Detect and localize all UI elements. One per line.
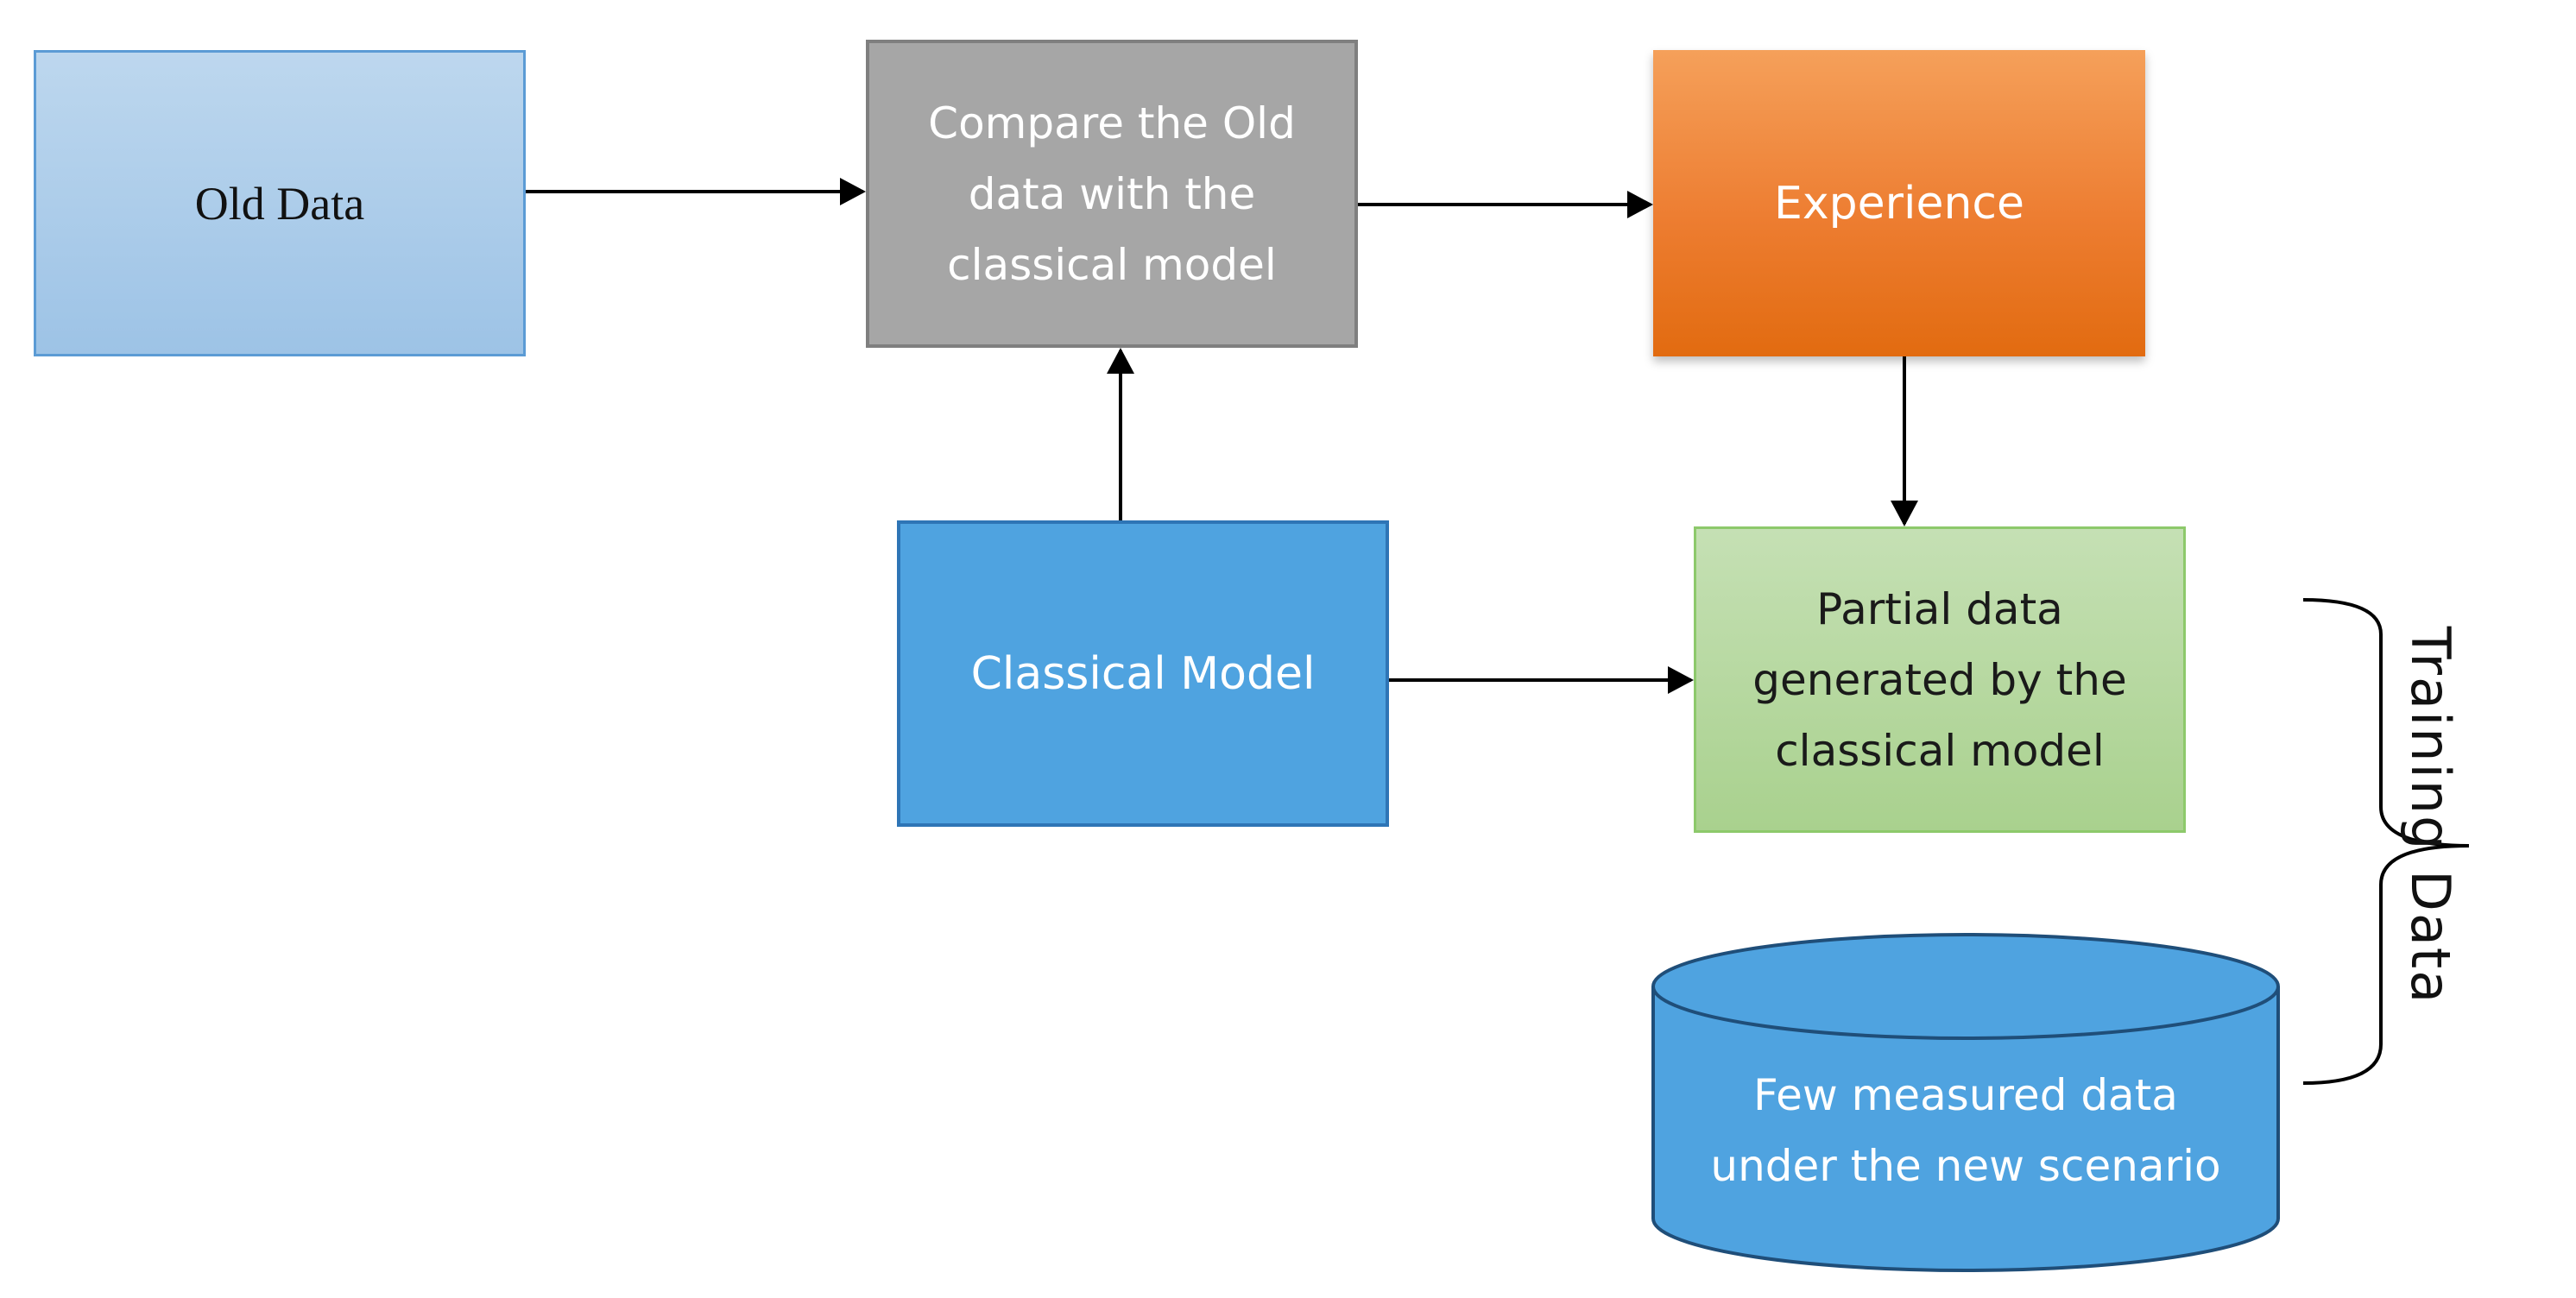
old-data-label: Old Data [194,177,365,230]
compare-label-line-1: Compare the Old [928,98,1296,148]
arrowhead-classical-to-compare [1107,348,1134,374]
measured-label-line-2: under the new scenario [1710,1141,2221,1191]
arrowhead-old-to-compare [840,178,866,205]
experience-label: Experience [1774,177,2024,230]
partial-label-line-1: Partial data [1816,583,2063,634]
arrowhead-classical-to-partial [1668,666,1694,694]
partial-label-line-2: generated by the [1752,654,2127,705]
measured-data-label: Few measured data under the new scenario [1653,1060,2278,1201]
arrowhead-compare-to-experience [1627,191,1653,218]
compare-label-line-2: data with the [968,168,1256,219]
old-data-box: Old Data [34,50,526,356]
training-data-label: Training Data [2399,626,2462,1005]
arrowhead-experience-to-partial [1891,501,1918,526]
classical-model-box: Classical Model [897,520,1389,827]
classical-model-label: Classical Model [970,647,1316,700]
experience-box: Experience [1653,50,2145,356]
measured-label-line-1: Few measured data [1753,1070,2178,1120]
training-data-brace [2302,598,2470,1085]
compare-label-line-3: classical model [947,239,1277,290]
partial-label-line-3: classical model [1775,725,2105,776]
measured-data-cylinder [1651,933,2280,1272]
partial-data-box: Partial data generated by the classical … [1694,526,2186,833]
compare-box: Compare the Old data with the classical … [866,40,1358,348]
